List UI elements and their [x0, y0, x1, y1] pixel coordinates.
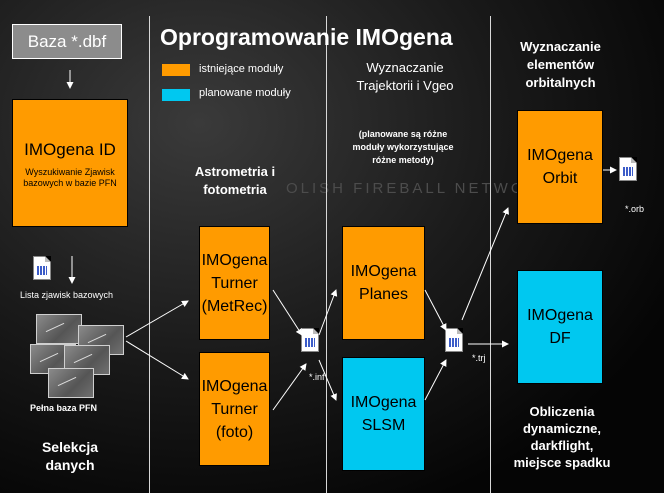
watermark-text: OLISH FIREBALL NETWORK: [286, 180, 553, 197]
module-imogena-df-label: IMOgena DF: [527, 307, 593, 347]
file-label-orb: *.orb: [625, 204, 645, 214]
column-divider: [326, 16, 327, 493]
file-label-database: Pełna baza PFN: [30, 403, 98, 413]
module-imogena-id: IMOgena ID Wyszukiwanie Zjawisk bazowych…: [12, 99, 128, 227]
module-imogena-slsm-label: IMOgena SLSM: [350, 394, 417, 434]
column-heading-orbital: Wyznaczanie elementów orbitalnych: [520, 39, 601, 90]
arrow-icon: [424, 359, 447, 401]
legend-label-planned: planowane moduły: [199, 87, 291, 99]
arrow-icon: [272, 289, 303, 336]
module-imogena-turner-foto-label: IMOgena Turner (foto): [201, 377, 268, 441]
arrow-icon: [424, 289, 447, 331]
document-icon: [33, 256, 51, 280]
legend-label-existing: istniejące moduły: [199, 63, 284, 75]
arrow-icon: [272, 363, 307, 411]
photo-thumbnail: [48, 368, 94, 398]
arrow-icon: [125, 340, 189, 380]
source-database-box: Baza *.dbf: [12, 24, 122, 59]
document-icon: [445, 328, 463, 352]
source-database-label: Baza *.dbf: [27, 31, 107, 51]
column-divider: [490, 16, 491, 493]
column-divider: [149, 16, 150, 493]
column-heading-trajectory: Wyznaczanie Trajektorii i Vgeo: [356, 60, 454, 93]
document-icon: [301, 328, 319, 352]
page-title: Oprogramowanie IMOgena: [160, 24, 453, 50]
column-heading-dynamics: Obliczenia dynamiczne, darkflight, miejs…: [513, 404, 611, 470]
module-imogena-id-title: IMOgena ID: [24, 139, 116, 159]
trajectory-note: (planowane są różne moduły wykorzystując…: [352, 129, 454, 165]
module-imogena-id-desc: Wyszukiwanie Zjawisk bazowych w bazie PF…: [23, 166, 117, 188]
module-imogena-turner-metrec-label: IMOgena Turner (MetRec): [201, 251, 268, 315]
module-imogena-df: IMOgena DF: [517, 270, 603, 384]
legend-swatch-planned: [162, 89, 190, 101]
arrow-icon: [318, 359, 337, 401]
column-heading-selection: Selekcja danych: [41, 439, 99, 473]
column-heading-astrometry: Astrometria i fotometria: [194, 164, 276, 197]
arrow-icon: [461, 207, 509, 321]
module-imogena-orbit: IMOgena Orbit: [517, 110, 603, 224]
file-label-inf: *.inf: [309, 372, 325, 382]
module-imogena-slsm: IMOgena SLSM: [342, 357, 425, 471]
module-imogena-planes: IMOgena Planes: [342, 226, 425, 340]
legend-swatch-existing: [162, 64, 190, 76]
file-label-trj: *.trj: [472, 353, 486, 363]
module-imogena-planes-label: IMOgena Planes: [350, 263, 417, 303]
module-imogena-orbit-label: IMOgena Orbit: [527, 147, 593, 187]
file-label-list: Lista zjawisk bazowych: [20, 290, 114, 300]
module-imogena-turner-foto: IMOgena Turner (foto): [199, 352, 270, 466]
arrow-icon: [318, 289, 338, 336]
module-imogena-turner-metrec: IMOgena Turner (MetRec): [199, 226, 270, 340]
arrow-icon: [125, 300, 189, 338]
document-icon: [619, 157, 637, 181]
